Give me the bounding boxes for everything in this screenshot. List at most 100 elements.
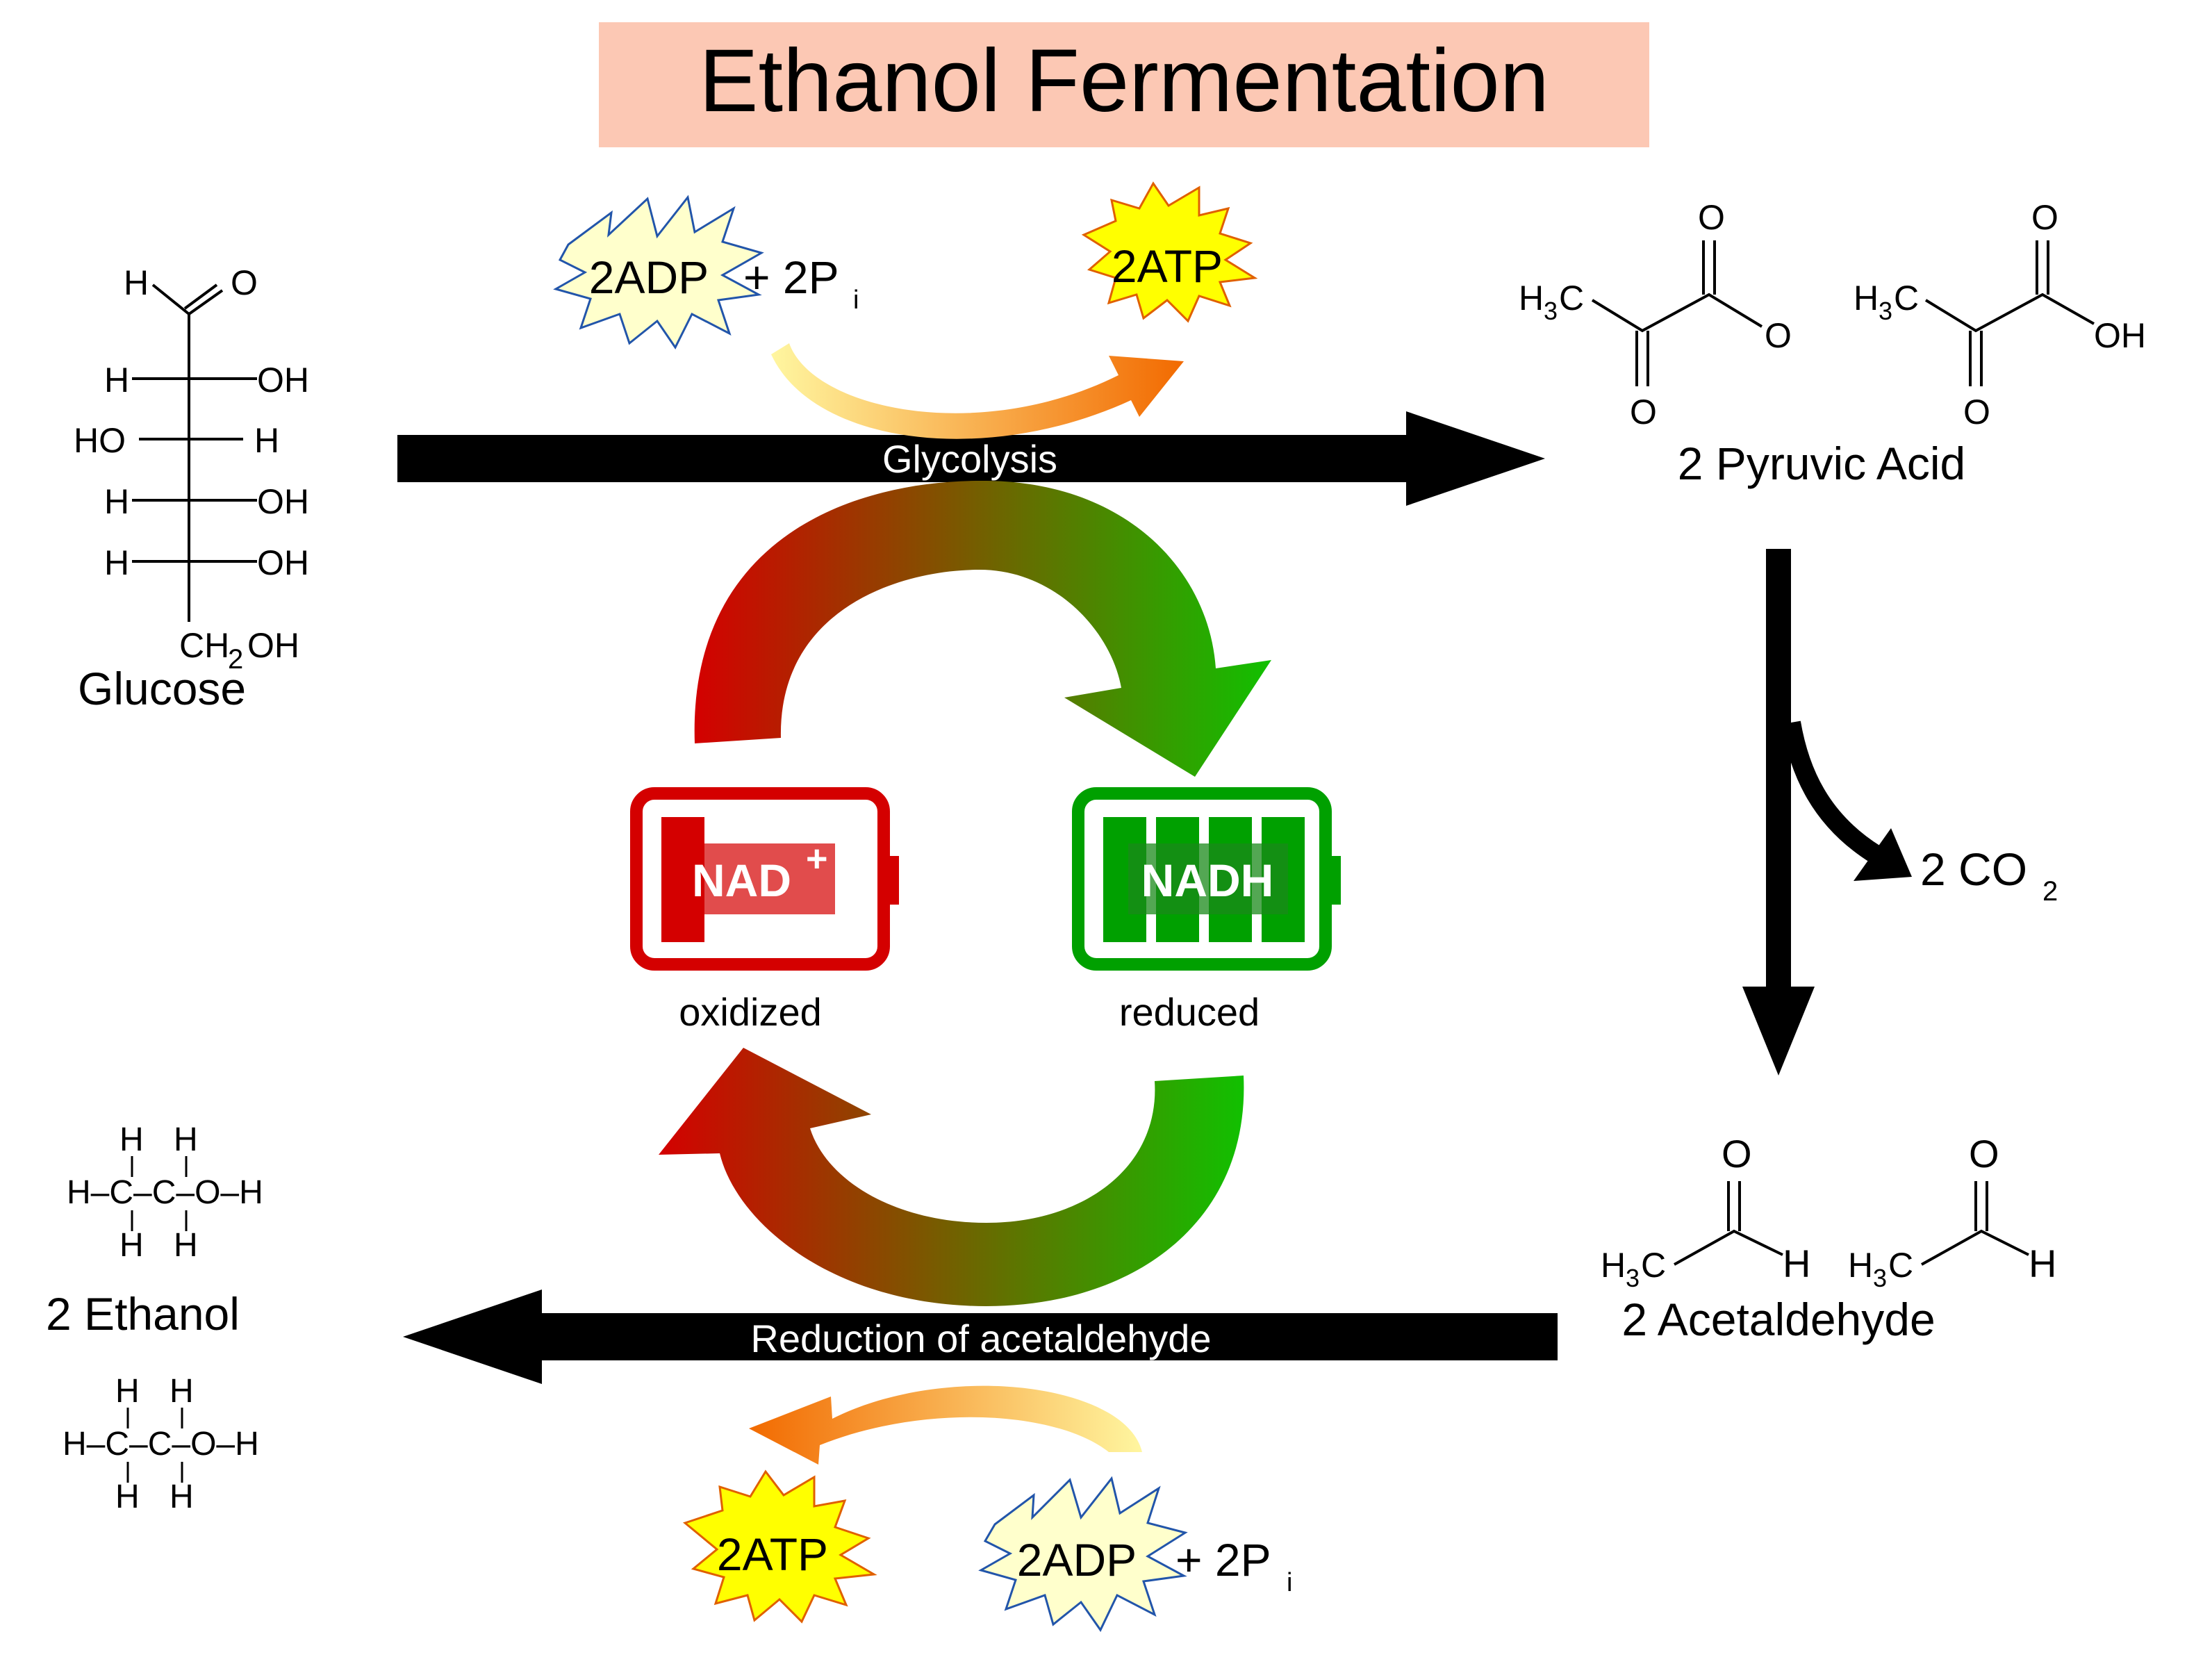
- ethanol-bottom-row: H–C–C–O–H: [63, 1426, 259, 1463]
- reduction-label: Reduction of acetaldehyde: [750, 1317, 1211, 1360]
- pyruvic-right-h3: H: [1854, 279, 1879, 318]
- ethanol-bottom-h1: H: [115, 1373, 140, 1410]
- pyruvic-left-structure: O H 3 C O O: [1519, 198, 1792, 431]
- glucose-row1-right: OH: [257, 361, 309, 399]
- glycolysis-arrow: [397, 411, 1545, 506]
- pyruvic-right-structure: O H 3 C OH O: [1854, 198, 2146, 431]
- ethanol-bottom-h4: H: [170, 1478, 194, 1515]
- title-background: [599, 22, 1649, 147]
- nad-battery: NAD +: [630, 787, 899, 971]
- acetaldehyde-right-h: H: [2029, 1242, 2056, 1285]
- glucose-row2-right: H: [254, 421, 279, 460]
- pyruvic-right-o-bottom: O: [1963, 393, 1990, 431]
- pyruvic-label: 2 Pyruvic Acid: [1678, 438, 1966, 489]
- glucose-structure: H O H OH HO H H OH H OH CH 2 OH: [74, 263, 309, 675]
- glucose-row3-right: OH: [257, 482, 309, 521]
- ethanol-top-h4: H: [174, 1227, 198, 1264]
- atp-label-top: 2ATP: [1112, 240, 1223, 292]
- adp-starburst-top: [553, 195, 764, 349]
- reduction-arrow: [403, 1290, 1558, 1384]
- adp-starburst-bottom: [978, 1476, 1188, 1632]
- nadh-battery: NADH: [1072, 787, 1341, 971]
- glycolysis-label: Glycolysis: [882, 437, 1057, 481]
- pyruvic-left-o-bottom: O: [1630, 393, 1657, 431]
- adp-label-top: 2ADP: [589, 252, 709, 303]
- acetaldehyde-left-bonds: [1674, 1181, 1783, 1266]
- acetaldehyde-left-h3-c: C: [1641, 1246, 1666, 1285]
- glucose-top-o: O: [231, 263, 258, 302]
- nadh-state: reduced: [1119, 990, 1260, 1034]
- nad-label: NAD: [692, 855, 791, 906]
- acetaldehyde-right-structure: O H 3 C H: [1848, 1132, 2056, 1292]
- pyruvic-right-oh: OH: [2094, 316, 2146, 355]
- pyruvic-left-bonds: [1591, 240, 1763, 386]
- glucose-bottom-sub: 2: [228, 644, 243, 675]
- ethanol-bottom-vbonds: [126, 1408, 183, 1483]
- pi-label-top: + 2P: [743, 252, 839, 303]
- pyruvic-right-bonds: [1924, 240, 2095, 386]
- ethanol-bottom-structure: H H H–C–C–O–H H H: [63, 1373, 259, 1515]
- pyruvic-right-o-top: O: [2031, 198, 2058, 237]
- glucose-label: Glucose: [78, 663, 246, 714]
- glucose-row4-right: OH: [257, 543, 309, 582]
- acetaldehyde-right-h3-c: C: [1888, 1246, 1913, 1285]
- acetaldehyde-right-h3: H: [1848, 1246, 1873, 1285]
- acetaldehyde-left-o: O: [1722, 1132, 1752, 1176]
- acetaldehyde-label: 2 Acetaldehyde: [1621, 1294, 1935, 1345]
- acetaldehyde-right-bonds: [1921, 1181, 2029, 1266]
- glucose-top-h: H: [124, 263, 149, 302]
- pyruvic-left-o-right: O: [1765, 316, 1792, 355]
- cycle-arrow-bottom: [659, 1048, 1244, 1306]
- glucose-row4-left: H: [104, 543, 129, 582]
- acetaldehyde-left-h3: H: [1601, 1246, 1626, 1285]
- nadh-label: NADH: [1141, 855, 1274, 906]
- pyruvic-left-h3: H: [1519, 279, 1544, 318]
- glucose-row3-left: H: [104, 482, 129, 521]
- atp-label-bottom: 2ATP: [717, 1529, 828, 1580]
- co2-label: 2 CO: [1920, 843, 2027, 895]
- atp-conversion-arrow-top: [771, 343, 1184, 439]
- co2-branch-head: [1854, 828, 1912, 881]
- acetaldehyde-right-o: O: [1969, 1132, 1999, 1176]
- ethanol-top-h2: H: [174, 1121, 198, 1158]
- ethanol-top-structure: H H H–C–C–O–H H H: [67, 1121, 263, 1264]
- acetaldehyde-left-h: H: [1783, 1242, 1810, 1285]
- nad-superscript: +: [806, 838, 828, 880]
- acetaldehyde-left-h3-sub: 3: [1626, 1264, 1640, 1292]
- ethanol-bottom-h3: H: [115, 1478, 140, 1515]
- ethanol-top-h3: H: [119, 1227, 144, 1264]
- page-title: Ethanol Fermentation: [699, 31, 1549, 131]
- acetaldehyde-left-structure: O H 3 C H: [1601, 1132, 1810, 1292]
- nad-label-box: [691, 843, 835, 914]
- atp-conversion-arrow-bottom: [749, 1385, 1142, 1465]
- glucose-row2-left: HO: [74, 421, 126, 460]
- pyruvic-left-o-top: O: [1698, 198, 1725, 237]
- nad-state: oxidized: [679, 990, 821, 1034]
- glucose-row1-left: H: [104, 361, 129, 399]
- nad-battery-terminal: [885, 856, 899, 905]
- adp-label-bottom: 2ADP: [1017, 1534, 1137, 1585]
- ethanol-top-vbonds: [131, 1156, 188, 1231]
- cycle-arrow-top: [694, 480, 1271, 777]
- pyruvic-left-h3-sub: 3: [1544, 297, 1558, 325]
- glucose-bottom-oh: OH: [247, 626, 299, 665]
- ethanol-label: 2 Ethanol: [46, 1288, 240, 1340]
- atp-starburst-bottom: [682, 1469, 877, 1624]
- acetaldehyde-right-h3-sub: 3: [1873, 1264, 1887, 1292]
- ethanol-top-h1: H: [119, 1121, 144, 1158]
- pyruvic-right-h3-c: C: [1894, 279, 1919, 318]
- decarboxylation-arrow: [1742, 549, 1815, 1076]
- glucose-bottom-ch: CH: [179, 626, 229, 665]
- co2-branch-arrow: [1781, 720, 1881, 863]
- co2-subscript: 2: [2042, 876, 2058, 907]
- ethanol-top-row: H–C–C–O–H: [67, 1174, 263, 1211]
- ethanol-bottom-h2: H: [170, 1373, 194, 1410]
- nadh-battery-terminal: [1327, 856, 1341, 905]
- nadh-label-box: [1128, 843, 1288, 914]
- atp-starburst-top: [1081, 181, 1258, 323]
- pi-label-bottom: + 2P: [1175, 1534, 1271, 1585]
- pyruvic-right-h3-sub: 3: [1879, 297, 1892, 325]
- pi-subscript-bottom: i: [1287, 1568, 1292, 1597]
